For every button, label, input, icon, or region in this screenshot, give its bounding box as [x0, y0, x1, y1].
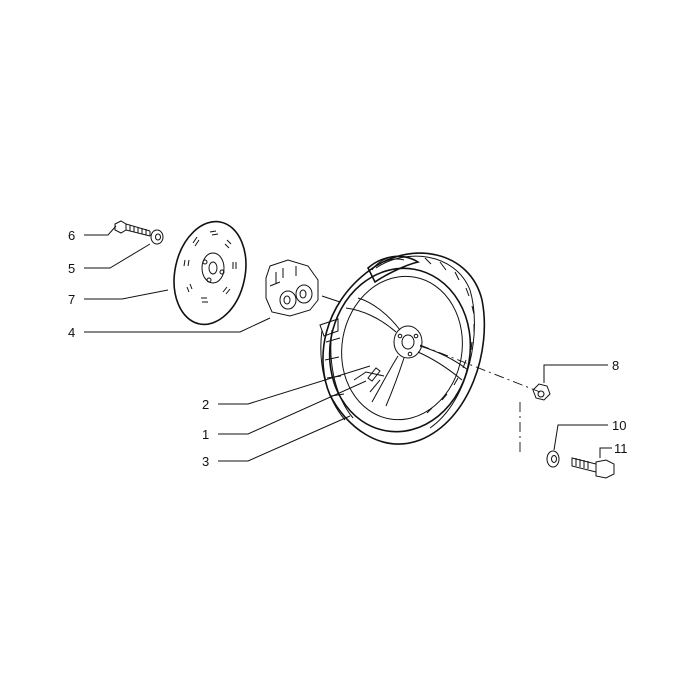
screw-part [114, 220, 151, 237]
washer-part-10 [546, 450, 560, 468]
callout-11: 11 [614, 441, 628, 456]
callout-1: 1 [202, 427, 209, 442]
washer-part-5 [150, 229, 164, 245]
callout-10: 10 [612, 418, 626, 433]
callout-3: 3 [202, 454, 209, 469]
callout-4: 4 [68, 325, 75, 340]
axle-centre-line [419, 344, 541, 393]
brake-disc-part [173, 220, 247, 326]
callout-2: 2 [202, 397, 209, 412]
nut-part [532, 383, 551, 401]
tyre-valve-part [367, 367, 381, 382]
wheel-assembly [319, 252, 486, 445]
callout-labels: 6 5 7 4 2 1 3 8 10 11 [68, 228, 628, 469]
callout-7: 7 [68, 292, 75, 307]
hub-link-line [321, 295, 341, 303]
hub-spacer-part [265, 259, 319, 317]
callout-6: 6 [68, 228, 75, 243]
callout-8: 8 [612, 358, 619, 373]
axle-bolt-part [571, 457, 615, 479]
leader-lines [84, 225, 612, 462]
callout-5: 5 [68, 261, 75, 276]
